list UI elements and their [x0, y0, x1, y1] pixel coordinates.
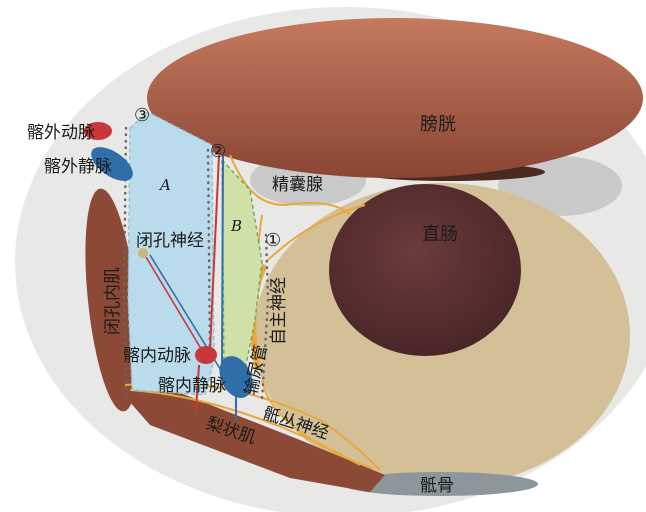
artery-line-vertical — [209, 154, 220, 351]
marker-2: ② — [210, 141, 226, 162]
internal-iliac-artery — [195, 346, 217, 364]
label-rectum: 直肠 — [422, 224, 458, 245]
internal-iliac-vein — [219, 356, 253, 398]
piriformis-muscle — [115, 385, 385, 492]
bladder — [147, 18, 643, 178]
external-iliac-vein — [91, 147, 133, 181]
label-region-b: B — [230, 217, 242, 235]
label-internal-iliac-vein: 髂内静脉 — [158, 376, 226, 396]
marker-3: ③ — [134, 105, 150, 126]
region-b-dotted-boundary — [260, 233, 270, 402]
vein-line-vertical — [221, 154, 224, 366]
label-sacrum: 骶骨 — [420, 476, 454, 496]
label-region-a: A — [158, 176, 171, 194]
label-seminal-vesicle: 精囊腺 — [272, 175, 323, 195]
label-obturator-nerve: 闭孔神经 — [136, 231, 204, 251]
artery-line-down — [195, 364, 200, 411]
label-autonomic-nerve: 自主神经 — [269, 277, 289, 345]
external-iliac-artery — [84, 122, 112, 140]
label-external-iliac-artery: 髂外动脉 — [27, 123, 95, 143]
region-a-dotted-boundary — [122, 126, 212, 397]
sacrum — [342, 472, 538, 496]
label-obturator-internus: 闭孔内肌 — [103, 267, 123, 335]
obturator-nerve-dot — [138, 248, 148, 258]
obturator-artery-line — [145, 256, 204, 353]
rectum-inner — [329, 184, 521, 356]
label-internal-iliac-artery: 髂内动脉 — [123, 346, 191, 366]
region-b — [221, 158, 263, 371]
marker-1: ① — [265, 230, 281, 251]
label-bladder: 膀胱 — [420, 114, 456, 135]
label-external-iliac-vein: 髂外静脉 — [44, 157, 112, 177]
